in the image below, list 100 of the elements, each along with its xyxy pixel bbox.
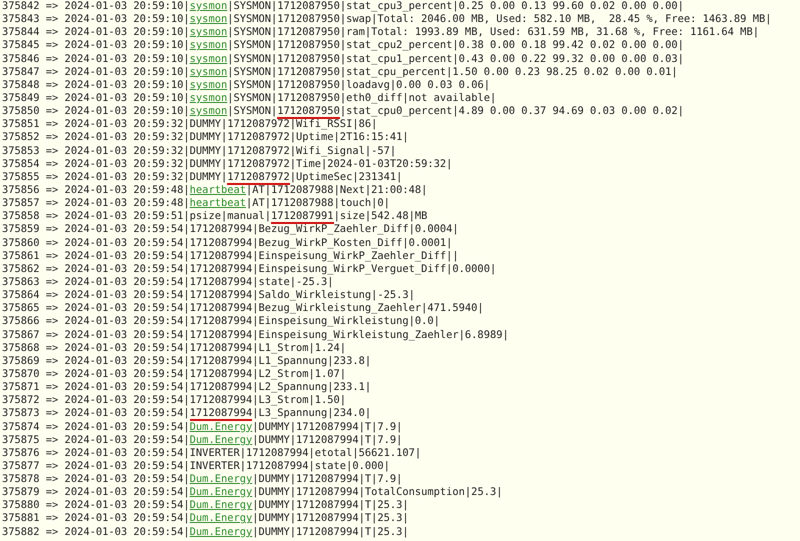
log-text: DUMMY|1712087972|Wifi_Signal|-57| bbox=[190, 144, 396, 157]
log-text: 375847 => 2024-01-03 20:59:10| bbox=[2, 66, 190, 78]
log-text: 1712087994|Saldo_Wirkleistung|-25.3| bbox=[190, 289, 415, 302]
log-text: |SYSMON|1712087950|stat_cpu1_percent|0.43 0.00 0.22 99.32 0.00 0.00 0.03| bbox=[227, 52, 684, 65]
log-text: DUMMY| bbox=[190, 170, 228, 183]
log-text: |DUMMY|1712087994|T|7.9| bbox=[252, 473, 402, 486]
log-text: 1712087994|Einspeisung_WirkP_Verguet_Diff|0.0000| bbox=[190, 262, 496, 275]
log-text: 375845 => 2024-01-03 20:59:10| bbox=[2, 39, 190, 52]
log-text: INVERTER|1712087994|state|0.000| bbox=[190, 460, 390, 472]
log-text: 375871 => 2024-01-03 20:59:54| bbox=[2, 381, 190, 394]
log-text: 1712087994|Einspeisung_WirkP_Zaehler_Diff|| bbox=[190, 250, 459, 262]
log-text: 375864 => 2024-01-03 20:59:54| bbox=[2, 289, 190, 302]
log-text: 375846 => 2024-01-03 20:59:10| bbox=[2, 52, 190, 65]
log-text: 375855 => 2024-01-03 20:59:32| bbox=[2, 170, 190, 183]
device-link: sysmon bbox=[190, 39, 228, 52]
underlined-timestamp: 1712087950 bbox=[277, 105, 340, 120]
log-text: 375863 => 2024-01-03 20:59:54| bbox=[2, 276, 190, 288]
log-text: 1712087994|L1_Strom|1.24| bbox=[190, 342, 346, 354]
log-text: 375849 => 2024-01-03 20:59:10| bbox=[2, 92, 190, 104]
log-text: 1712087994|Einspeisung_Wirkleistung|0.0| bbox=[190, 315, 440, 328]
log-text: 375854 => 2024-01-03 20:59:32| bbox=[2, 158, 190, 170]
log-text: 375844 => 2024-01-03 20:59:10| bbox=[2, 26, 190, 38]
log-text: 1712087994|Bezug_WirkP_Zaehler_Diff|0.0004| bbox=[190, 223, 459, 236]
log-text: DUMMY|1712087972|Wifi_RSSI|86| bbox=[190, 118, 378, 130]
log-text: |SYSMON|1712087950|ram|Total: 1993.89 MB, Used: 631.59 MB, 31.68 %, Free: 1161.64 MB| bbox=[227, 26, 759, 38]
device-link: sysmon bbox=[190, 13, 228, 26]
log-text: DUMMY|1712087972|Time|2024-01-03T20:59:32| bbox=[190, 158, 452, 170]
log-text: 375868 => 2024-01-03 20:59:54| bbox=[2, 342, 190, 354]
device-link: Dum.Energy bbox=[190, 512, 252, 524]
log-text: 375857 => 2024-01-03 20:59:48| bbox=[2, 197, 190, 210]
device-link: Dum.Energy bbox=[190, 486, 252, 498]
log-text: 1712087994|Einspeisung_Wirkleistung_Zaehler|6.8989| bbox=[190, 328, 509, 341]
log-text: |size|542.48|MB bbox=[334, 210, 428, 222]
log-text: 375858 => 2024-01-03 20:59:51|psize|manual| bbox=[2, 210, 271, 222]
log-text: INVERTER|1712087994|etotal|56621.107| bbox=[190, 446, 422, 459]
log-text: 375875 => 2024-01-03 20:59:54| bbox=[2, 434, 190, 446]
log-text: 375874 => 2024-01-03 20:59:54| bbox=[2, 420, 190, 432]
log-text: 1712087994|state|-25.3| bbox=[190, 276, 334, 288]
log-text: |L3_Spannung|234.0| bbox=[252, 407, 372, 420]
log-text: |UptimeSec|231341| bbox=[290, 170, 402, 183]
device-link: sysmon bbox=[190, 52, 228, 65]
log-text: 375851 => 2024-01-03 20:59:32| bbox=[2, 118, 190, 130]
log-text: 375850 => 2024-01-03 20:59:10| bbox=[2, 105, 190, 118]
log-text: |SYSMON|1712087950|stat_cpu3_percent|0.25 0.00 0.13 99.60 0.02 0.00 0.00| bbox=[227, 0, 684, 12]
log-text: 375866 => 2024-01-03 20:59:54| bbox=[2, 315, 190, 328]
log-text: 375870 => 2024-01-03 20:59:54| bbox=[2, 368, 190, 380]
underlined-timestamp: 1712087991 bbox=[271, 210, 334, 224]
log-text: 1712087994|Bezug_WirkP_Kosten_Diff|0.0001| bbox=[190, 236, 452, 249]
underlined-timestamp: 1712087994 bbox=[190, 407, 252, 422]
log-text: |SYSMON|1712087950|stat_cpu_percent|1.50 0.00 0.23 98.25 0.02 0.00 0.01| bbox=[227, 66, 678, 78]
device-link: Dum.Energy bbox=[190, 420, 252, 432]
log-text: 1712087994|L1_Spannung|233.8| bbox=[190, 354, 372, 367]
device-link: sysmon bbox=[190, 92, 228, 104]
log-text: 375867 => 2024-01-03 20:59:54| bbox=[2, 328, 190, 341]
device-link: sysmon bbox=[190, 66, 228, 78]
log-text: 375878 => 2024-01-03 20:59:54| bbox=[2, 473, 190, 486]
log-text: 375859 => 2024-01-03 20:59:54| bbox=[2, 223, 190, 236]
log-text: 375848 => 2024-01-03 20:59:10| bbox=[2, 78, 190, 91]
log-text: 375861 => 2024-01-03 20:59:54| bbox=[2, 250, 190, 262]
device-link: heartbeat bbox=[190, 197, 246, 210]
device-link: sysmon bbox=[190, 26, 228, 38]
log-text: |AT|1712087988|touch|0| bbox=[246, 197, 390, 210]
log-text: 375881 => 2024-01-03 20:59:54| bbox=[2, 512, 190, 524]
log-text: 1712087994|Bezug_Wirkleistung_Zaehler|471.5940| bbox=[190, 302, 484, 314]
log-text: |SYSMON|1712087950|loadavg|0.00 0.03 0.06| bbox=[227, 78, 490, 91]
device-link: sysmon bbox=[190, 78, 228, 91]
log-text: 375843 => 2024-01-03 20:59:10| bbox=[2, 13, 190, 26]
device-link: sysmon bbox=[190, 0, 228, 12]
device-link: Dum.Energy bbox=[190, 499, 252, 512]
log-text: 375882 => 2024-01-03 20:59:54| bbox=[2, 526, 190, 538]
log-text: 375860 => 2024-01-03 20:59:54| bbox=[2, 236, 190, 249]
log-text: 375879 => 2024-01-03 20:59:54| bbox=[2, 486, 190, 498]
device-link: sysmon bbox=[190, 105, 228, 118]
log-text: 375876 => 2024-01-03 20:59:54| bbox=[2, 446, 190, 459]
log-text: 375842 => 2024-01-03 20:59:10| bbox=[2, 0, 190, 12]
log-text: |AT|1712087988|Next|21:00:48| bbox=[246, 184, 428, 196]
log-text: 1712087994|L3_Strom|1.50| bbox=[190, 394, 346, 406]
log-text: |SYSMON| bbox=[227, 105, 278, 118]
log-text: |stat_cpu0_percent|4.89 0.00 0.37 94.69 0.03 0.00 0.02| bbox=[340, 105, 684, 118]
log-text: |DUMMY|1712087994|TotalConsumption|25.3| bbox=[252, 486, 502, 498]
log-text: 375873 => 2024-01-03 20:59:54| bbox=[2, 407, 190, 420]
log-text: 1712087994|L2_Strom|1.07| bbox=[190, 368, 346, 380]
log-text: 375880 => 2024-01-03 20:59:54| bbox=[2, 499, 190, 512]
device-link: heartbeat bbox=[190, 184, 246, 196]
log-text: |DUMMY|1712087994|T|7.9| bbox=[252, 420, 402, 432]
log-text: |DUMMY|1712087994|T|7.9| bbox=[252, 434, 402, 446]
log-text: |DUMMY|1712087994|T|25.3| bbox=[252, 526, 409, 538]
log-text: 375856 => 2024-01-03 20:59:48| bbox=[2, 184, 190, 196]
log-text: |SYSMON|1712087950|swap|Total: 2046.00 MB, Used: 582.10 MB, 28.45 %, Free: 1463.89 MB| bbox=[227, 13, 772, 26]
device-link: Dum.Energy bbox=[190, 473, 252, 486]
log-text: |DUMMY|1712087994|T|25.3| bbox=[252, 512, 409, 524]
log-text: |DUMMY|1712087994|T|25.3| bbox=[252, 499, 409, 512]
log-text: 375869 => 2024-01-03 20:59:54| bbox=[2, 354, 190, 367]
log-text: 375862 => 2024-01-03 20:59:54| bbox=[2, 262, 190, 275]
log-text: 375853 => 2024-01-03 20:59:32| bbox=[2, 144, 190, 157]
log-text: 375877 => 2024-01-03 20:59:54| bbox=[2, 460, 190, 472]
log-text: |SYSMON|1712087950|stat_cpu2_percent|0.38 0.00 0.18 99.42 0.02 0.00 0.00| bbox=[227, 39, 684, 52]
log-text: |SYSMON|1712087950|eth0_diff|not available| bbox=[227, 92, 496, 104]
device-link: Dum.Energy bbox=[190, 526, 252, 538]
log-text: 375872 => 2024-01-03 20:59:54| bbox=[2, 394, 190, 406]
